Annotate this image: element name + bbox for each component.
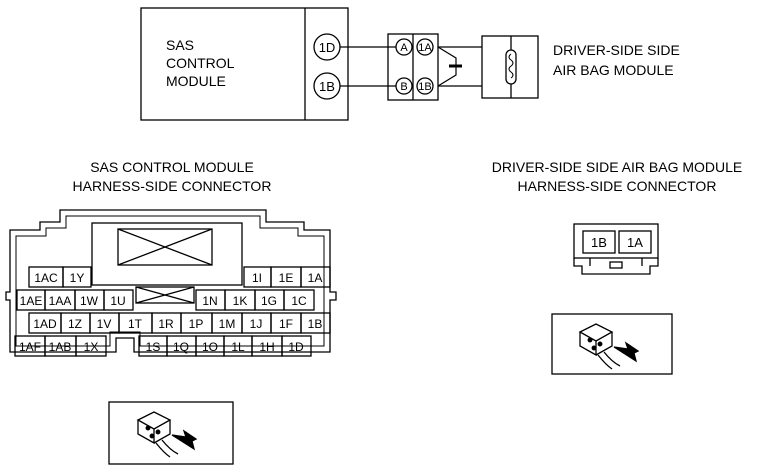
airbag-connector-title-line2: HARNESS-SIDE CONNECTOR [518, 178, 717, 194]
sas-pin-1d-connector: 1D [288, 340, 304, 354]
sas-pin-1l: 1L [231, 340, 245, 354]
sas-pin-1g: 1G [261, 294, 277, 308]
sas-pin-1x: 1X [84, 340, 99, 354]
sas-pin-1a: 1A [308, 271, 323, 285]
joint-pin-1a: 1A [418, 42, 432, 54]
joint-pin-1b: 1B [418, 81, 431, 93]
sas-pin-1i: 1I [252, 271, 262, 285]
sas-pin-1u: 1U [110, 294, 125, 308]
sas-pin-1v: 1V [97, 317, 112, 331]
sas-pin-1m: 1M [219, 317, 236, 331]
sas-pin-1t: 1T [128, 317, 143, 331]
sas-pin-1n: 1N [202, 294, 217, 308]
sas-pin-1d: 1D [319, 40, 336, 55]
sas-pin-1p: 1P [189, 317, 204, 331]
sas-connector-face [5, 209, 337, 357]
sas-pin-1f: 1F [279, 317, 293, 331]
sas-module-label-line2: CONTROL [166, 55, 235, 71]
sas-pin-1r: 1R [158, 317, 174, 331]
joint-pin-b: B [400, 81, 407, 93]
sas-pin-1e: 1E [279, 271, 294, 285]
connector-view-icon [551, 313, 673, 375]
sas-connector-title-line1: SAS CONTROL MODULE [90, 159, 254, 175]
schematic [140, 7, 539, 121]
sas-pin-1z: 1Z [68, 317, 82, 331]
sas-pin-1w: 1W [80, 294, 99, 308]
sas-pin-1aa: 1AA [49, 294, 72, 308]
sas-module-label-line1: SAS [166, 37, 194, 53]
sas-pin-1ad: 1AD [33, 317, 57, 331]
sas-pin-1ac: 1AC [34, 271, 58, 285]
airbag-connector-title-line1: DRIVER-SIDE SIDE AIR BAG MODULE [492, 159, 743, 175]
sas-pin-1ab: 1AB [49, 340, 72, 354]
sas-pin-1ae: 1AE [20, 294, 43, 308]
airbag-pin-1a: 1A [627, 235, 643, 250]
airbag-connector-face [573, 223, 659, 275]
sas-module-box [140, 7, 349, 121]
airbag-module-label-line1: DRIVER-SIDE SIDE [553, 42, 680, 58]
airbag-module-label-line2: AIR BAG MODULE [553, 62, 674, 78]
joint-pin-a: A [400, 42, 408, 54]
airbag-module-box [481, 35, 539, 99]
sas-pin-1af: 1AF [19, 340, 41, 354]
airbag-pin-1b: 1B [591, 235, 607, 250]
sas-pin-1y: 1Y [70, 271, 85, 285]
sas-pin-1q: 1Q [173, 340, 189, 354]
sas-pin-1k: 1K [233, 294, 248, 308]
sas-connector-title-line2: HARNESS-SIDE CONNECTOR [73, 178, 272, 194]
sas-pin-1o: 1O [202, 340, 218, 354]
sas-pin-1h: 1H [259, 340, 274, 354]
sas-pin-1b: 1B [319, 79, 335, 94]
connector-view-icon [108, 401, 234, 465]
sas-pin-1b-connector: 1B [308, 317, 323, 331]
sas-module-label-line3: MODULE [166, 73, 226, 89]
sas-pin-1c: 1C [291, 294, 307, 308]
sas-pin-1s: 1S [146, 340, 161, 354]
sas-pin-1j: 1J [250, 317, 263, 331]
